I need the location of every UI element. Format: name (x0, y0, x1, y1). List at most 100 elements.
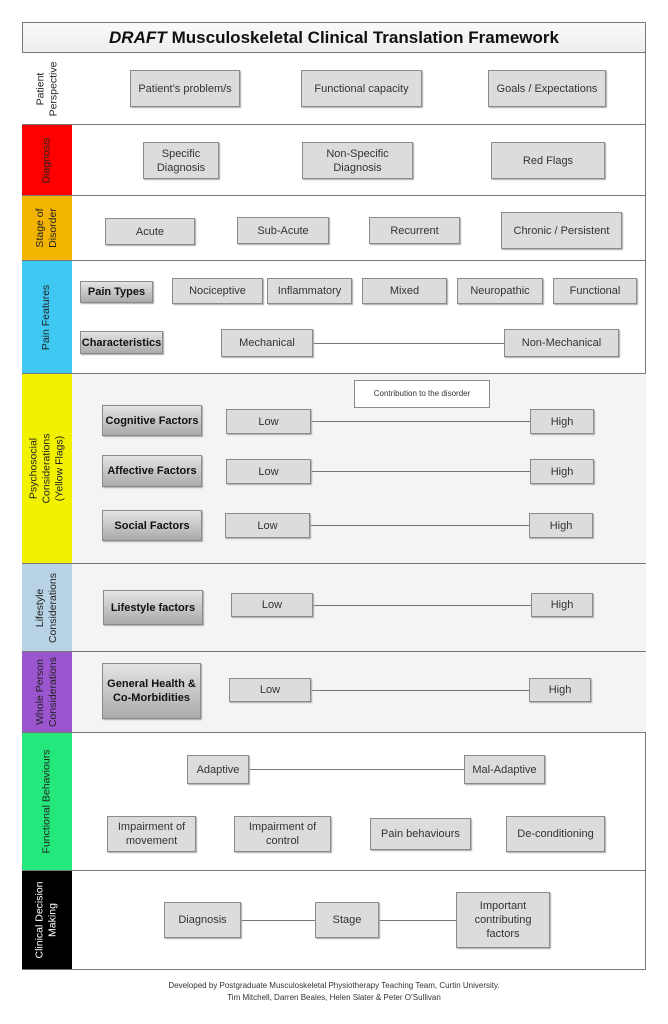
box-label: Impairment of control (248, 821, 317, 847)
patient-perspective-box: Patient’s problem/s (130, 70, 240, 107)
clinical-decision-making-box: Important contributing factors (456, 892, 550, 948)
connector-line (311, 421, 530, 422)
pain-features-box: Nociceptive (172, 278, 263, 304)
functional-behaviours-box: Adaptive (187, 755, 249, 784)
functional-behaviours-label: Functional Behaviours (40, 749, 53, 854)
psychosocial-box: Affective Factors (102, 455, 202, 487)
box-label: Sub-Acute (257, 224, 309, 237)
pain-features-label-cell: Pain Features (22, 261, 72, 374)
diagnosis-label-cell: Diagnosis (22, 125, 72, 196)
box-label: Functional (569, 285, 621, 297)
pain-features-box: Non-Mechanical (504, 329, 619, 357)
box-label: Specific Diagnosis (156, 147, 206, 174)
box-label: Lifestyle factors (110, 601, 196, 614)
pain-features-label: Pain Features (40, 284, 53, 350)
whole-person-box: General Health & Co-Morbidities (102, 663, 201, 719)
psychosocial-box: Low (225, 513, 310, 538)
box-label: Diagnosis (178, 914, 227, 926)
pain-features-box: Mixed (362, 278, 447, 304)
box-label: Recurrent (390, 224, 439, 237)
functional-behaviours-box: Impairment of control (234, 816, 331, 852)
pain-features-box: Pain Types (80, 281, 153, 303)
box-label: Pain Types (87, 286, 146, 298)
box-label: Pain behaviours (381, 828, 460, 840)
box-label: Red Flags (522, 154, 574, 167)
psychosocial-box: High (529, 513, 593, 538)
stage-of-disorder-box: Chronic / Persistent (501, 212, 622, 249)
box-label: Mechanical (239, 337, 295, 349)
box-label: Nociceptive (189, 285, 246, 297)
box-label: Adaptive (196, 763, 240, 776)
footer-line: Tim Mitchell, Darren Beales, Helen Slate… (227, 993, 441, 1002)
pain-features-box: Characteristics (80, 331, 163, 354)
box-label: Patient’s problem/s (138, 82, 232, 95)
functional-behaviours-box: Pain behaviours (370, 818, 471, 850)
diagnosis-box: Non-Specific Diagnosis (302, 142, 413, 179)
lifestyle-label: Lifestyle Considerations (34, 572, 60, 643)
box-label: Low (258, 415, 279, 428)
connector-line (241, 920, 315, 921)
connector-line (311, 471, 530, 472)
box-label: Low (258, 465, 279, 478)
psychosocial-box: Contribution to the disorder (354, 380, 490, 408)
stage-of-disorder-label-cell: Stage of Disorder (22, 196, 72, 261)
lifestyle-box: Low (231, 593, 313, 617)
stage-of-disorder-label: Stage of Disorder (34, 208, 59, 248)
pain-features-box: Mechanical (221, 329, 313, 357)
functional-behaviours-box: Impairment of movement (107, 816, 196, 852)
patient-perspective-label-cell: Patient Perspective (22, 53, 72, 125)
diagnosis-label: Diagnosis (40, 136, 53, 184)
functional-behaviours-label-cell: Functional Behaviours (22, 733, 72, 871)
functional-behaviours-box: De-conditioning (506, 816, 605, 852)
psychosocial-box: High (530, 459, 594, 484)
psychosocial-box: High (530, 409, 594, 434)
psychosocial-box: Social Factors (102, 510, 202, 541)
whole-person-label: Whole Person Considerations (34, 656, 60, 728)
box-label: Characteristics (81, 336, 162, 349)
clinical-decision-making-label-cell: Clinical Decision Making (22, 871, 72, 970)
box-label: Affective Factors (107, 465, 197, 477)
box-label: De-conditioning (517, 828, 594, 840)
connector-line (313, 343, 504, 344)
stage-of-disorder-box: Sub-Acute (237, 217, 329, 244)
box-label: High (550, 415, 574, 428)
box-label: Low (261, 599, 283, 611)
psychosocial-label-cell: Psychosocial Considerations (Yellow Flag… (22, 374, 72, 564)
box-label: Low (257, 519, 278, 532)
whole-person-label-cell: Whole Person Considerations (22, 652, 72, 733)
lifestyle-box: Lifestyle factors (103, 590, 203, 625)
connector-line (249, 769, 464, 770)
pain-features-row (72, 261, 646, 374)
connector-line (313, 605, 531, 606)
stage-of-disorder-row (72, 196, 646, 261)
box-label: Neuropathic (470, 285, 530, 297)
box-label: Non-Specific Diagnosis (326, 147, 389, 174)
footer: Developed by Postgraduate Musculoskeleta… (0, 980, 668, 1004)
box-label: Social Factors (114, 519, 190, 532)
box-label: Inflammatory (277, 285, 342, 297)
box-label: Chronic / Persistent (513, 224, 610, 237)
patient-perspective-row (72, 53, 646, 125)
patient-perspective-label: Patient Perspective (34, 61, 60, 116)
footer-line: Developed by Postgraduate Musculoskeleta… (168, 981, 500, 990)
box-label: General Health & Co-Morbidities (107, 678, 196, 704)
box-label: Mixed (389, 285, 420, 297)
clinical-decision-making-label: Clinical Decision Making (34, 881, 59, 959)
box-label: High (548, 684, 572, 696)
draft-label: DRAFT (109, 27, 167, 47)
box-label: High (550, 599, 574, 611)
diagnosis-row (72, 125, 646, 196)
clinical-decision-making-box: Stage (315, 902, 379, 938)
functional-behaviours-row (72, 733, 646, 871)
clinical-decision-making-box: Diagnosis (164, 902, 241, 938)
psychosocial-label: Psychosocial Considerations (Yellow Flag… (27, 433, 66, 504)
box-label: Stage (332, 914, 362, 926)
box-label: Cognitive Factors (105, 414, 199, 427)
box-label: Acute (135, 225, 165, 238)
psychosocial-box: Low (226, 459, 311, 484)
patient-perspective-box: Goals / Expectations (488, 70, 606, 107)
box-label: Mal-Adaptive (472, 763, 537, 776)
box-label: Important contributing factors (474, 900, 532, 940)
box-label: Low (259, 684, 281, 696)
